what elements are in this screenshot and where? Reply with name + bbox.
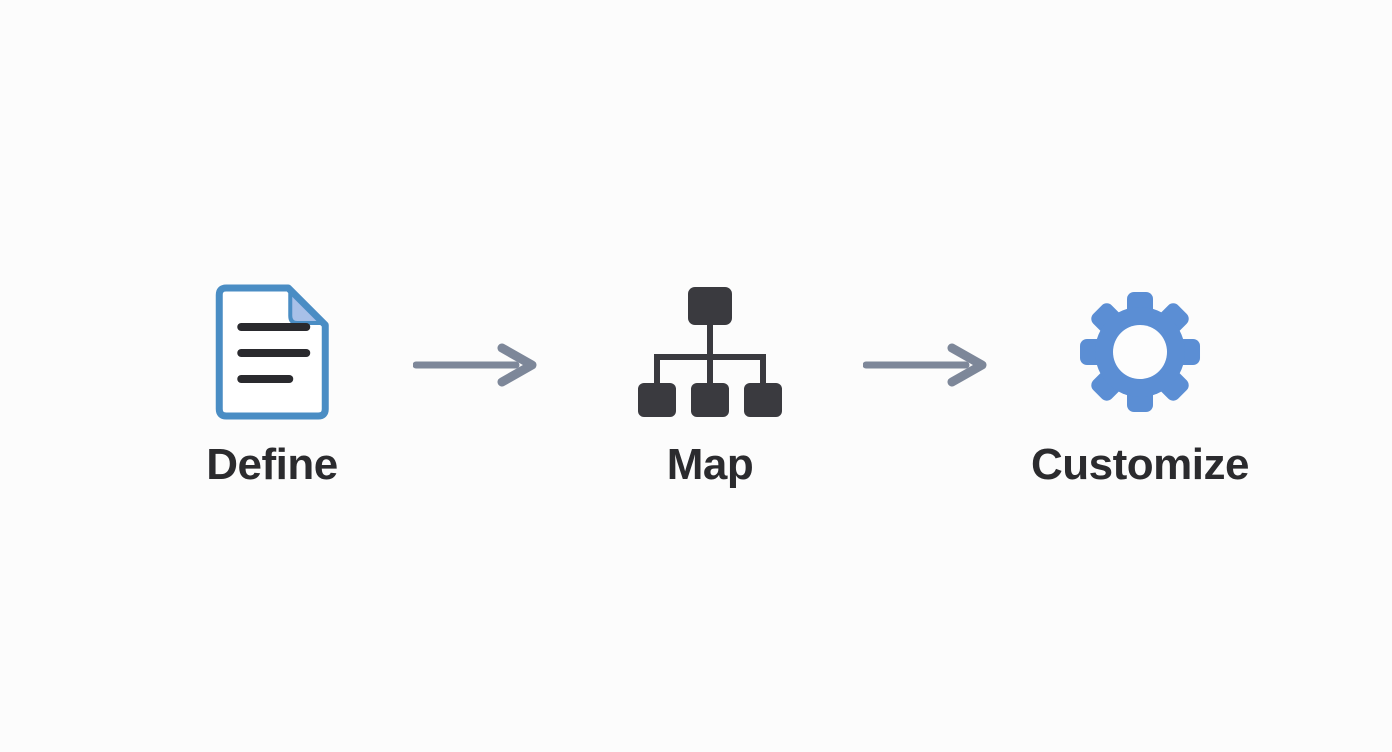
step-icon-box: [637, 282, 783, 422]
arrow-right-icon: [413, 343, 537, 387]
document-icon: [215, 284, 329, 420]
step-label-customize: Customize: [1031, 440, 1249, 489]
arrow-right-icon: [863, 343, 987, 387]
step-icon-box: [212, 282, 332, 422]
step-define: Define: [206, 282, 338, 490]
org-chart-icon: [638, 287, 782, 417]
step-label-define: Define: [206, 440, 338, 489]
step-icon-box: [1078, 282, 1202, 422]
step-customize: Customize: [1031, 282, 1249, 490]
step-map: Map: [637, 282, 783, 490]
step-label-map: Map: [666, 440, 754, 489]
gear-icon: [1079, 292, 1200, 412]
